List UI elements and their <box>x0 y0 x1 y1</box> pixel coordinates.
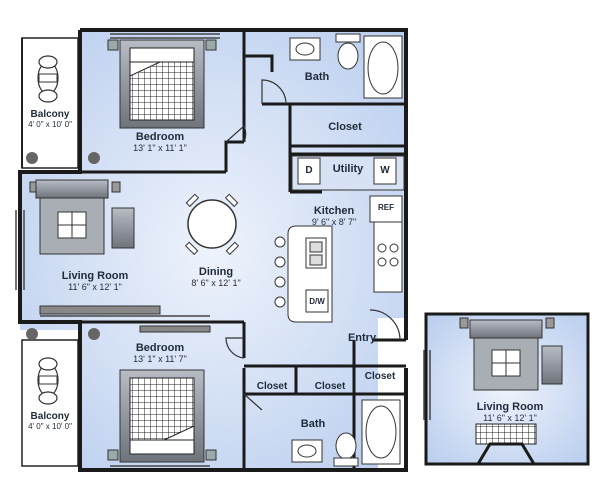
dryer-icon: D <box>305 165 313 176</box>
floor-area <box>20 30 406 470</box>
bath-top-fixtures <box>289 33 403 99</box>
living-room-dims: 11' 6" x 12' 1" <box>68 282 122 292</box>
utility-room <box>291 155 405 191</box>
interior-walls <box>80 30 406 470</box>
dining-dims: 8' 6" x 12' 1" <box>191 278 241 288</box>
bedroom-top-label: Bedroom <box>135 131 185 143</box>
kitchen-label: Kitchen <box>313 205 355 217</box>
living-room-furniture <box>29 179 161 315</box>
balcony-top-label: Balcony <box>30 109 70 120</box>
alt-living-room-label: Living Room <box>476 401 544 413</box>
bath-bottom-label: Bath <box>300 418 326 430</box>
kitchen-fixtures <box>274 195 403 323</box>
bedroom-top-dims: 13' 1" x 11' 1" <box>133 143 187 153</box>
closet-entry-label: Closet <box>364 371 396 382</box>
bath-bottom-fixtures <box>291 399 401 467</box>
balcony-bottom <box>21 339 79 467</box>
bedroom-bottom-label: Bedroom <box>135 342 185 354</box>
closet-mid-left-label: Closet <box>256 381 288 392</box>
refrigerator-icon: REF <box>378 203 394 212</box>
entry-label: Entry <box>347 332 377 344</box>
balcony-bottom-dims: 4' 0" x 10' 0" <box>28 422 72 431</box>
nightstand-icon <box>107 39 217 51</box>
dining-label: Dining <box>198 266 234 278</box>
balcony-bottom-label: Balcony <box>30 411 70 422</box>
closet-top-label: Closet <box>328 121 362 133</box>
alt-living-room-dims: 11' 6" x 12' 1" <box>483 413 537 423</box>
living-room-label: Living Room <box>61 270 129 282</box>
alt-living-room <box>423 312 590 466</box>
washer-icon: W <box>380 165 390 176</box>
windows <box>15 33 220 467</box>
dining-table <box>184 193 240 256</box>
patio-table-icon <box>37 357 59 405</box>
kitchen-dims: 9' 6" x 8' 7" <box>311 217 357 227</box>
door-swings <box>225 79 401 411</box>
plant-icon <box>26 152 100 164</box>
patio-table-icon <box>37 55 59 103</box>
closet-mid-right-label: Closet <box>314 381 346 392</box>
utility-label: Utility <box>332 163 364 175</box>
balcony-top <box>21 37 79 169</box>
dishwasher-icon: D/W <box>309 297 325 306</box>
bath-top-label: Bath <box>304 71 330 83</box>
bed-bottom <box>26 325 217 463</box>
bed-top <box>119 39 205 129</box>
bedroom-bottom-dims: 13' 1" x 11' 7" <box>133 354 187 364</box>
outer-walls <box>18 28 408 472</box>
balcony-top-dims: 4' 0" x 10' 0" <box>28 120 72 129</box>
